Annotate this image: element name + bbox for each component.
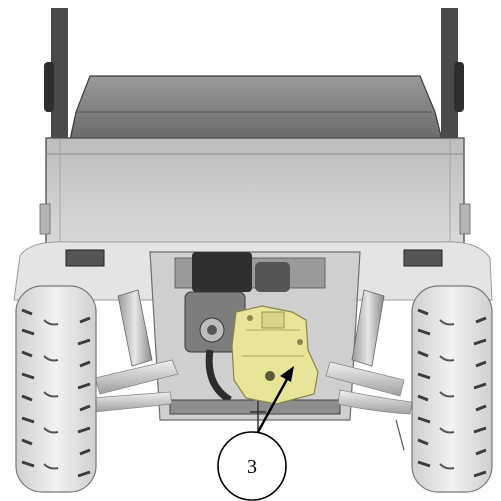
shock-left <box>117 289 153 367</box>
callout-3: 3 <box>217 366 294 501</box>
rops-bracket-right <box>454 62 464 112</box>
taillight-left <box>65 249 105 267</box>
callout-leader-line <box>256 371 293 433</box>
tire-right <box>411 285 493 493</box>
tire-left <box>15 285 97 493</box>
callout-arrowhead <box>280 366 294 382</box>
rear-suspension <box>91 289 413 451</box>
highlighted-component <box>231 305 319 405</box>
rops-post-left <box>51 8 68 158</box>
rops-post-right <box>441 8 458 158</box>
taillight-right <box>403 249 443 267</box>
cargo-bed <box>39 137 471 247</box>
callout-label: 3 <box>247 456 257 478</box>
rops-posts <box>44 8 464 158</box>
rops-bracket-left <box>44 62 54 112</box>
shock-right <box>351 289 385 367</box>
callout-circle <box>217 431 287 501</box>
seat-cover <box>69 75 443 141</box>
